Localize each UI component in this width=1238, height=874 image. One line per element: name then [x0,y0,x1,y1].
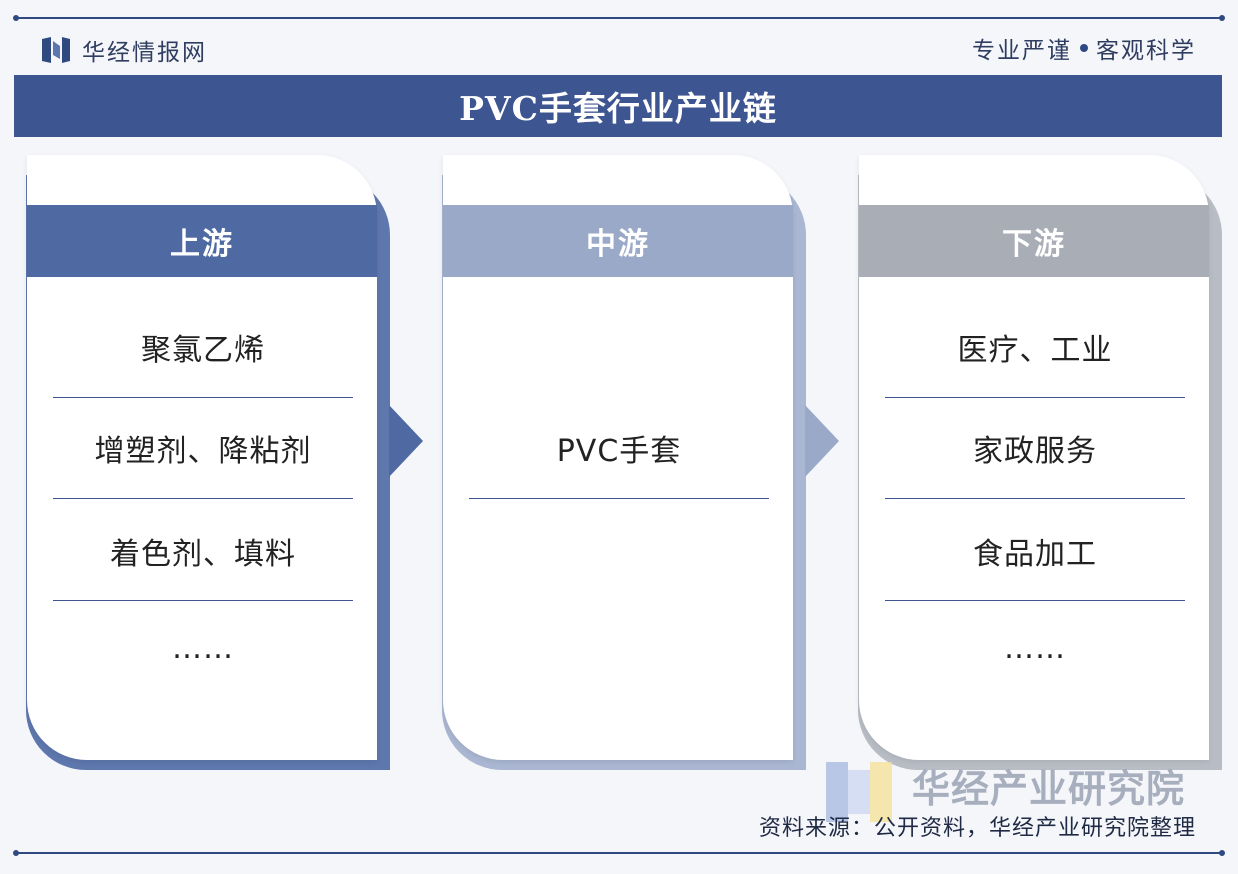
slogan: 专业严谨 客观科学 [972,31,1196,65]
midstream-item: PVC手套 [556,434,682,469]
divider [469,498,769,499]
slogan-left: 专业严谨 [972,38,1072,64]
page-title: PVC手套行业产业链 [14,75,1222,137]
top-rule [13,15,1225,21]
arrow-right-icon [805,405,839,477]
watermark-text: 华经产业研究院 [912,767,1186,811]
watermark-logo-icon [826,762,892,822]
divider [885,397,1185,398]
upstream-item: 着色剂、填料 [110,537,296,572]
divider [53,600,353,601]
downstream-item: …… [1004,630,1066,666]
upstream-item: …… [172,630,234,666]
downstream-item: 医疗、工业 [957,333,1113,368]
source-note: 资料来源：公开资料，华经产业研究院整理 [758,816,1196,841]
midstream-panel: 中游 PVC手套 [443,155,793,760]
bottom-rule [13,850,1225,856]
upstream-panel: 上游 聚氯乙烯 增塑剂、降粘剂 着色剂、填料 …… [27,155,377,760]
upstream-item: 增塑剂、降粘剂 [94,434,312,469]
brand-name: 华经情报网 [82,40,207,66]
downstream-item: 食品加工 [973,537,1097,572]
downstream-header: 下游 [859,205,1209,277]
arrow-right-icon [389,405,423,477]
divider [53,397,353,398]
divider [53,498,353,499]
brand-logo-icon [42,37,70,63]
slogan-right: 客观科学 [1096,38,1196,64]
divider [885,498,1185,499]
upstream-item: 聚氯乙烯 [141,333,265,368]
slogan-dot [1080,44,1088,52]
upstream-header: 上游 [27,205,377,277]
divider [885,600,1185,601]
brand: 华经情报网 [42,33,207,67]
downstream-panel: 下游 医疗、工业 家政服务 食品加工 …… [859,155,1209,760]
midstream-header: 中游 [443,205,793,277]
downstream-item: 家政服务 [973,434,1097,469]
